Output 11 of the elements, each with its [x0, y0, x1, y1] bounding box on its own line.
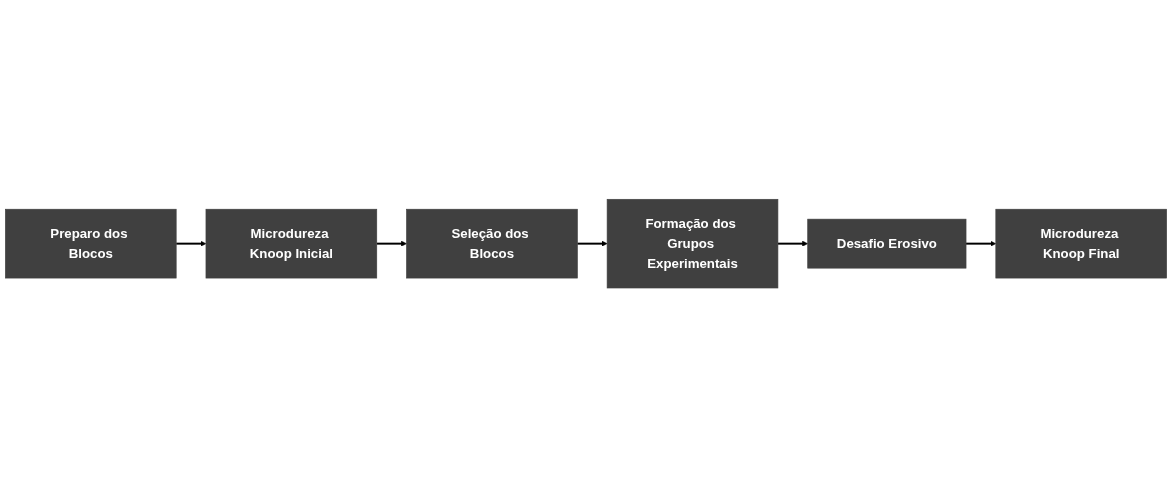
node-box: Microdureza Knoop Final [995, 209, 1167, 279]
node-box: Preparo dos Blocos [5, 209, 177, 279]
node-box: Formação dos Grupos Experimentais [606, 199, 779, 289]
arrow [576, 241, 608, 247]
arrow [175, 241, 207, 247]
arrow [776, 241, 808, 247]
arrow [965, 241, 997, 247]
node-box: Seleção dos Blocos [406, 209, 578, 279]
node-box: Microdureza Knoop Inicial [205, 209, 378, 279]
node-box: Desafio Erosivo [807, 219, 967, 269]
arrow [375, 241, 407, 247]
